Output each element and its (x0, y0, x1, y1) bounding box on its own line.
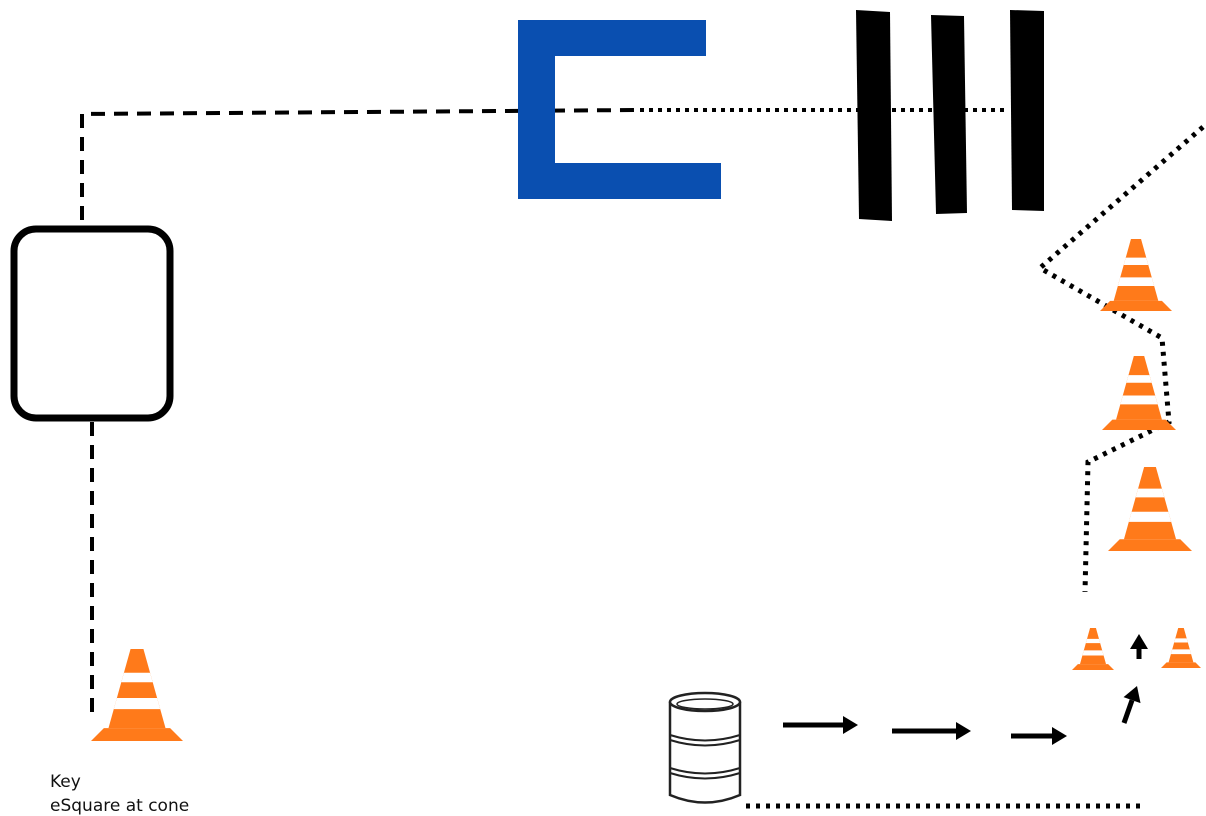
arrow-icon (1130, 634, 1148, 659)
pole-3 (1010, 10, 1044, 211)
traffic-cone-icon (1108, 467, 1192, 551)
dashed-path-upper (80, 108, 641, 220)
traffic-cone-icon (1102, 356, 1176, 430)
pole-2 (931, 15, 967, 214)
dotted-path-zigzag (1035, 125, 1205, 593)
traffic-cone-icon (1072, 628, 1114, 670)
key-line-1: eSquare at cone (50, 796, 190, 816)
arrow-icon (892, 722, 971, 740)
arrow-icon (783, 716, 858, 734)
traffic-cone-icon (91, 649, 183, 741)
traffic-cone-icon (1161, 628, 1201, 668)
square-obstacle-icon (10, 225, 174, 422)
arrow-icon (1011, 727, 1067, 745)
jump-icon (518, 20, 721, 199)
barrel-icon (668, 691, 742, 804)
pole-1 (856, 10, 892, 221)
key-title: Key (50, 772, 81, 792)
arrow-icon (1121, 686, 1141, 724)
traffic-cone-icon (1100, 239, 1172, 311)
